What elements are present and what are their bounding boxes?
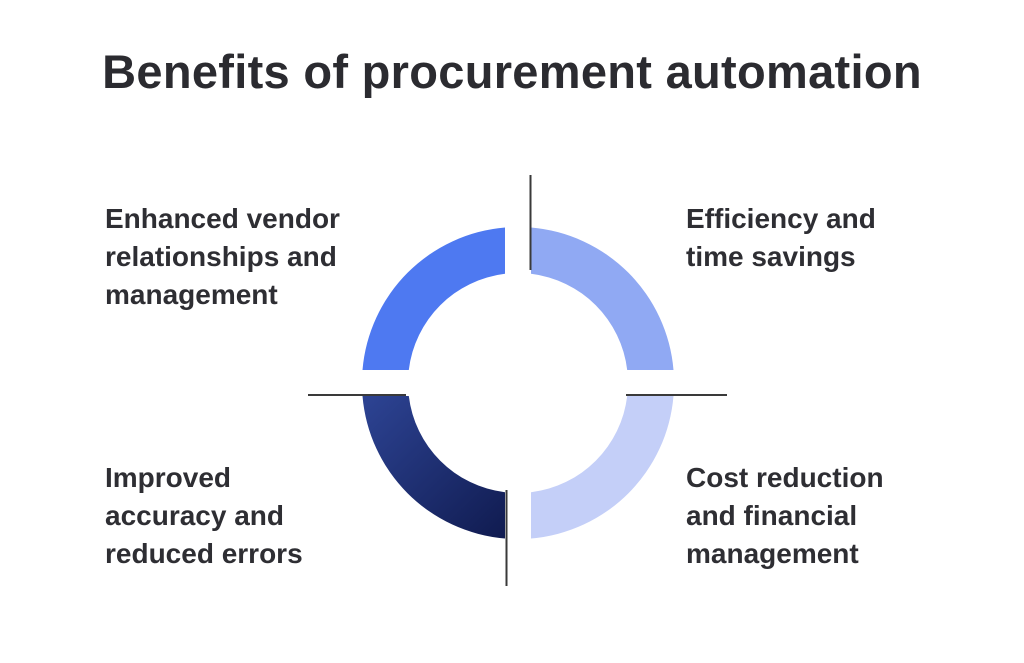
donut-segment-top-left bbox=[362, 227, 505, 370]
label-line: Cost reduction bbox=[686, 462, 884, 493]
donut-segment-bottom-left bbox=[362, 396, 505, 539]
label-enhanced-vendor: Enhanced vendor relationships and manage… bbox=[105, 200, 340, 314]
label-line: Improved bbox=[105, 462, 232, 493]
infographic-title: Benefits of procurement automation bbox=[102, 45, 922, 98]
label-line: accuracy and bbox=[105, 500, 284, 531]
label-line: Efficiency and bbox=[686, 203, 876, 234]
label-line: management bbox=[686, 538, 859, 569]
label-line: management bbox=[105, 279, 278, 310]
label-line: and financial bbox=[686, 500, 858, 531]
label-improved-accuracy: Improved accuracy and reduced errors bbox=[105, 459, 303, 573]
label-line: relationships and bbox=[105, 241, 337, 272]
label-line: time savings bbox=[686, 241, 856, 272]
label-line: Enhanced vendor bbox=[105, 203, 340, 234]
donut-segment-bottom-right bbox=[531, 396, 674, 539]
label-line: reduced errors bbox=[105, 538, 303, 569]
label-efficiency-time-savings: Efficiency and time savings bbox=[686, 200, 876, 276]
donut-segment-top-right bbox=[531, 227, 674, 370]
label-cost-reduction: Cost reduction and financial management bbox=[686, 459, 884, 573]
